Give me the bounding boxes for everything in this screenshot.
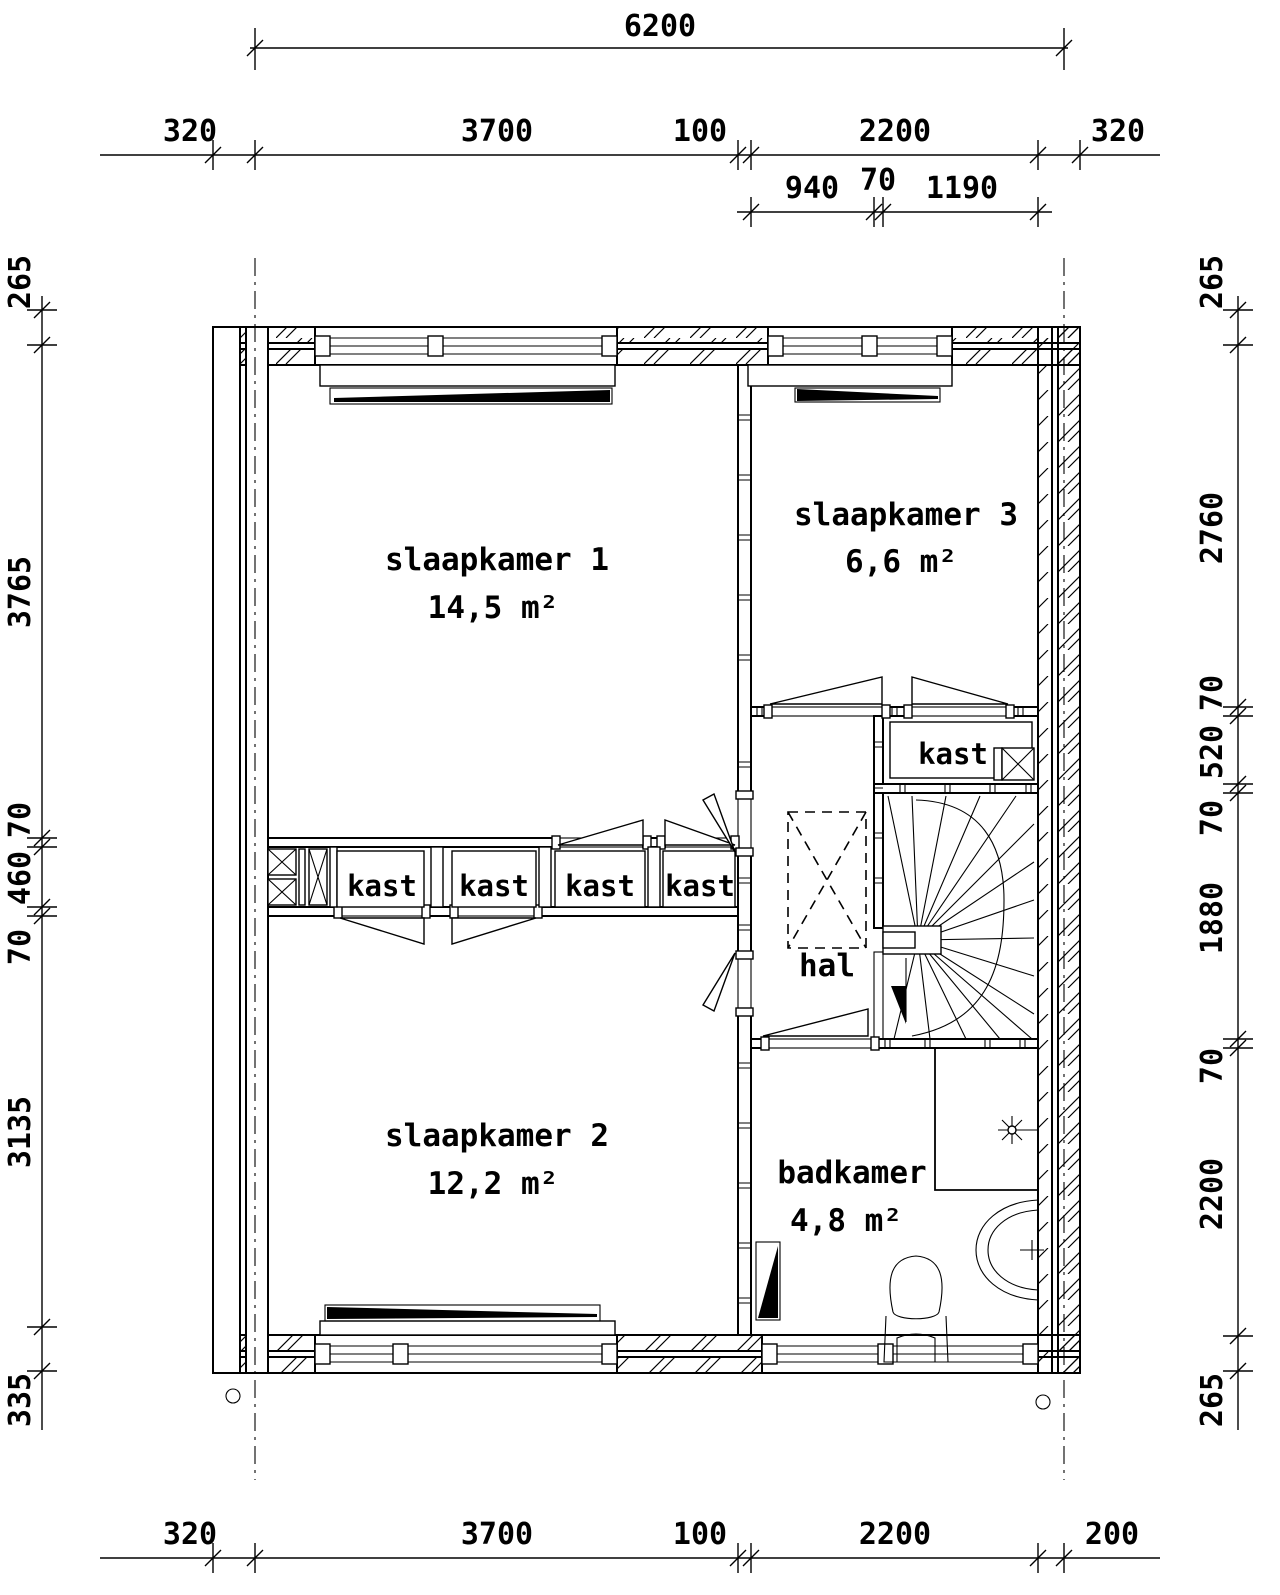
dim-label: 265 xyxy=(1195,1373,1230,1427)
stair-handrail-curve xyxy=(911,799,1005,1037)
door-badkamer xyxy=(762,1008,869,1037)
dim-label: 265 xyxy=(3,255,38,309)
door-kast-slaapkamer3 xyxy=(911,676,1009,705)
closet-3 xyxy=(554,850,646,908)
room-name-slaapkamer3: slaapkamer 3 xyxy=(794,497,1018,533)
dim-label: 320 xyxy=(1091,114,1145,149)
window-slaapkamer3 xyxy=(747,326,953,387)
dimension-bottom: 320 3700 100 2200 200 xyxy=(100,1517,1160,1573)
room-name-badkamer: badkamer xyxy=(777,1155,926,1191)
dim-label: 70 xyxy=(3,929,38,965)
room-name-slaapkamer2: slaapkamer 2 xyxy=(385,1118,609,1154)
dim-label: 2760 xyxy=(1195,492,1230,564)
door-swings xyxy=(339,676,1009,1037)
window-slaapkamer2 xyxy=(314,1320,618,1374)
radiator-slaapkamer2 xyxy=(324,1304,601,1322)
dim-label: 200 xyxy=(1085,1517,1139,1552)
radiators xyxy=(324,387,941,1322)
closet-label-1: kast xyxy=(347,869,417,903)
dim-label: 70 xyxy=(1195,800,1230,836)
room-labels: slaapkamer 1 14,5 m² slaapkamer 3 6,6 m²… xyxy=(347,497,1018,1239)
dim-label: 2200 xyxy=(1195,1158,1230,1230)
shower-head-icon xyxy=(998,1116,1038,1144)
window-sill xyxy=(747,364,953,387)
room-name-slaapkamer1: slaapkamer 1 xyxy=(385,542,609,578)
door-closet4 xyxy=(664,819,736,846)
dimension-right: 265 2760 70 520 70 1880 70 2200 265 xyxy=(1195,255,1253,1430)
duct-boxes xyxy=(267,848,328,906)
closet-label-4: kast xyxy=(665,869,735,903)
closet-1 xyxy=(336,850,425,908)
dim-label: 2200 xyxy=(859,1517,931,1552)
radiator-slaapkamer3 xyxy=(794,387,941,403)
dim-label: 1190 xyxy=(926,171,998,206)
dim-label: 70 xyxy=(1195,1048,1230,1084)
grid-lines xyxy=(225,258,1065,1480)
room-area-badkamer: 4,8 m² xyxy=(790,1203,902,1239)
door-hal-slaapkamer3 xyxy=(769,676,883,705)
dim-label: 70 xyxy=(3,802,38,838)
radiator-slaapkamer1 xyxy=(329,387,613,405)
dim-label: 100 xyxy=(673,114,727,149)
staircase xyxy=(882,795,1035,1040)
shower-enclosure xyxy=(934,1048,1038,1191)
closet-4 xyxy=(662,850,736,908)
survey-mark-left xyxy=(225,1388,241,1404)
dim-label: 320 xyxy=(163,114,217,149)
dim-label: 940 xyxy=(785,171,839,206)
door-slaapkamer1 xyxy=(702,792,736,853)
bathroom-radiator xyxy=(755,1241,781,1321)
dim-label: 335 xyxy=(3,1373,38,1427)
dim-label: 70 xyxy=(1195,675,1230,711)
closet-label-3: kast xyxy=(565,869,635,903)
dim-label: 3135 xyxy=(3,1096,38,1168)
door-closet3 xyxy=(557,819,644,846)
dim-label: 3700 xyxy=(461,114,533,149)
dimension-left: 265 3765 70 460 70 3135 335 xyxy=(3,255,57,1430)
door-closet2 xyxy=(451,917,537,945)
dim-label: 265 xyxy=(1195,255,1230,309)
closet-label-2: kast xyxy=(459,869,529,903)
dim-label: 70 xyxy=(860,163,896,198)
dim-label: 100 xyxy=(673,1517,727,1552)
window-sill xyxy=(319,1320,616,1336)
dim-label: 520 xyxy=(1195,725,1230,779)
exterior-walls xyxy=(212,326,1081,1374)
dimension-top: 6200 320 3700 100 2200 320 940 70 1190 xyxy=(100,9,1160,227)
window-badkamer xyxy=(761,1334,1039,1374)
door-closet1 xyxy=(339,917,425,945)
washbasin xyxy=(975,1199,1044,1301)
bathroom-fixtures xyxy=(755,1048,1044,1363)
closet-right xyxy=(889,721,1035,781)
room-area-slaapkamer3: 6,6 m² xyxy=(845,544,957,580)
toilet xyxy=(883,1255,949,1363)
closet-label-right: kast xyxy=(918,737,988,771)
door-thresholds xyxy=(333,704,1015,1051)
closet-band xyxy=(267,846,736,908)
dim-label: 1880 xyxy=(1195,882,1230,954)
room-name-hal: hal xyxy=(799,948,855,984)
dim-overall-width: 6200 xyxy=(624,9,696,44)
room-area-slaapkamer2: 12,2 m² xyxy=(428,1166,559,1202)
hal-hatch-box xyxy=(787,811,867,949)
closet-2 xyxy=(451,850,537,908)
door-slaapkamer2 xyxy=(702,952,736,1013)
room-area-slaapkamer1: 14,5 m² xyxy=(428,590,559,626)
dim-label: 320 xyxy=(163,1517,217,1552)
dim-label: 3700 xyxy=(461,1517,533,1552)
dim-label: 2200 xyxy=(859,114,931,149)
dim-label: 3765 xyxy=(3,556,38,628)
survey-mark-right xyxy=(1035,1394,1051,1410)
wall-joint-ticks xyxy=(738,414,1032,1304)
window-sill xyxy=(319,364,616,387)
window-slaapkamer1 xyxy=(314,326,618,387)
dim-label: 460 xyxy=(3,851,38,905)
